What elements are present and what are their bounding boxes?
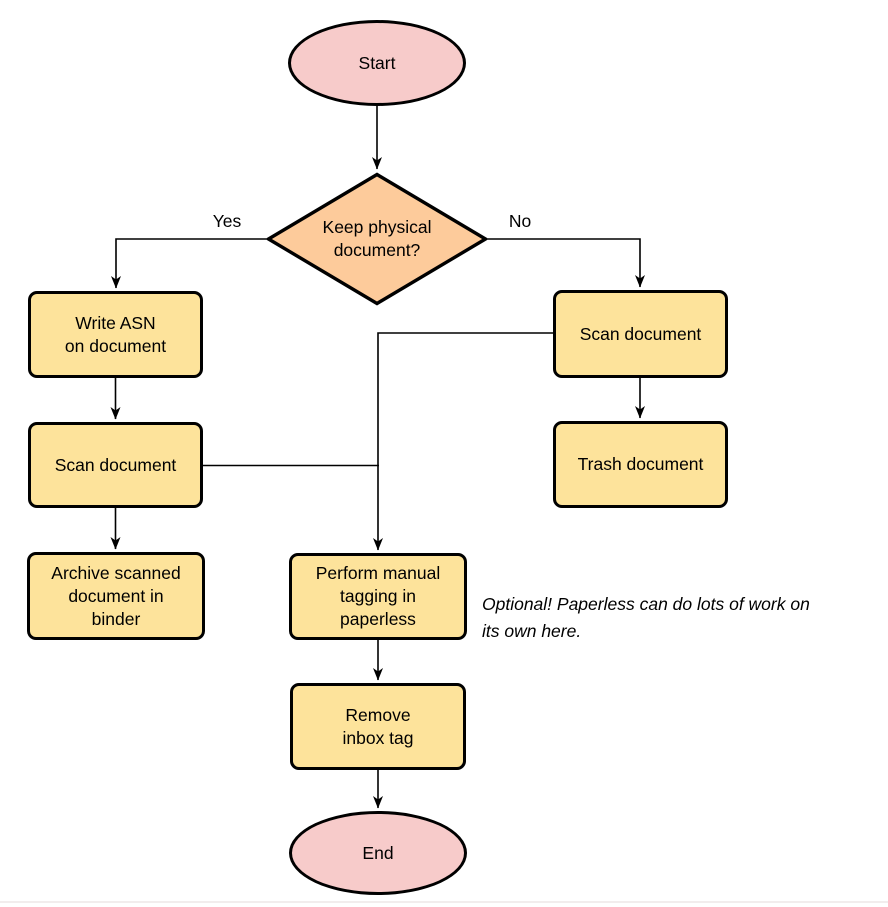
page-bottom-divider bbox=[0, 901, 888, 903]
edge-label-yes: Yes bbox=[212, 211, 242, 231]
node-remove-inbox-tag: Remove inbox tag bbox=[290, 683, 466, 770]
node-end: End bbox=[289, 811, 467, 895]
node-perform-tagging: Perform manual tagging in paperless bbox=[289, 553, 467, 640]
node-write-asn: Write ASN on document bbox=[28, 291, 203, 378]
node-trash-document: Trash document bbox=[553, 421, 728, 508]
node-scan-document-right: Scan document bbox=[553, 290, 728, 378]
node-decision-label: Keep physical document? bbox=[322, 217, 432, 260]
node-start: Start bbox=[288, 20, 466, 106]
node-archive-binder: Archive scanned document in binder bbox=[27, 552, 205, 640]
optional-note: Optional! Paperless can do lots of work … bbox=[482, 594, 810, 641]
edge-yes-to-write-asn bbox=[111, 238, 266, 289]
edge-label-no: No bbox=[508, 211, 532, 231]
diamond-shape bbox=[266, 172, 488, 306]
edge-scan-right-to-perform-tagging bbox=[373, 332, 553, 551]
node-scan-document-left: Scan document bbox=[28, 422, 203, 508]
edge-no-to-scan-right bbox=[488, 238, 645, 288]
node-end-label: End bbox=[362, 842, 394, 863]
node-decision: Keep physical document? bbox=[266, 172, 488, 306]
node-start-label: Start bbox=[358, 52, 396, 73]
